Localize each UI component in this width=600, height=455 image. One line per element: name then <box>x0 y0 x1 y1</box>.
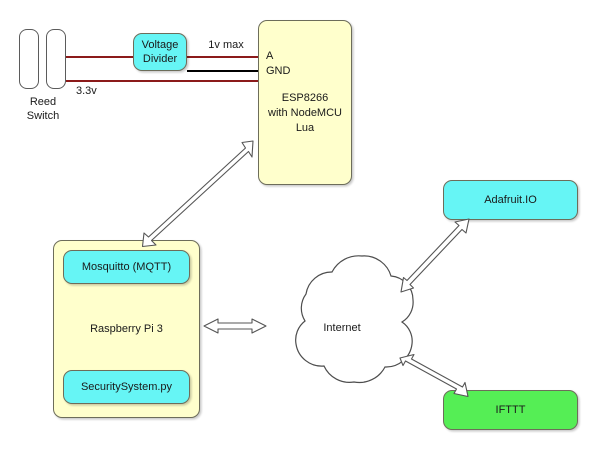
wire-divider-to-pin-a <box>187 56 259 58</box>
adafruit-io-label: Adafruit.IO <box>484 193 537 206</box>
wire-reed-to-divider <box>66 56 134 58</box>
wire-3v3-supply <box>66 80 259 82</box>
security-system-node[interactable]: SecuritySystem.py <box>63 370 190 404</box>
mosquitto-node[interactable]: Mosquitto (MQTT) <box>63 250 190 284</box>
one-v-max-label: 1v max <box>208 39 244 51</box>
voltage-divider-label: Voltage Divider <box>141 38 179 65</box>
esp8266-label: ESP8266 with NodeMCU Lua <box>268 92 342 134</box>
voltage-divider-node[interactable]: Voltage Divider <box>133 33 187 71</box>
internet-label: Internet <box>323 322 360 334</box>
arrow-internet-to-ifttt <box>399 353 469 398</box>
three-three-v-label: 3.3v <box>76 85 97 97</box>
esp8266-node[interactable]: A GND ESP8266 with NodeMCU Lua <box>258 20 352 185</box>
reed-switch-bar-left <box>19 29 39 89</box>
esp8266-pin-a-label: A <box>266 50 274 62</box>
arrow-internet-to-adafruit <box>400 218 470 293</box>
arrow-rpi-to-internet <box>203 318 267 334</box>
esp8266-pin-gnd-label: GND <box>266 65 291 77</box>
internet-cloud-node[interactable] <box>295 255 414 384</box>
adafruit-io-node[interactable]: Adafruit.IO <box>443 180 578 220</box>
wire-ground <box>187 70 259 72</box>
reed-switch-label: Reed Switch <box>26 96 60 123</box>
arrow-esp-to-mosquitto <box>141 140 254 248</box>
mosquitto-label: Mosquitto (MQTT) <box>81 260 172 273</box>
security-system-label: SecuritySystem.py <box>80 380 173 393</box>
ifttt-label: IFTTT <box>495 403 526 416</box>
raspberry-pi-label: Raspberry Pi 3 <box>90 323 163 335</box>
ifttt-node[interactable]: IFTTT <box>443 390 578 430</box>
reed-switch-bar-right <box>46 29 66 89</box>
